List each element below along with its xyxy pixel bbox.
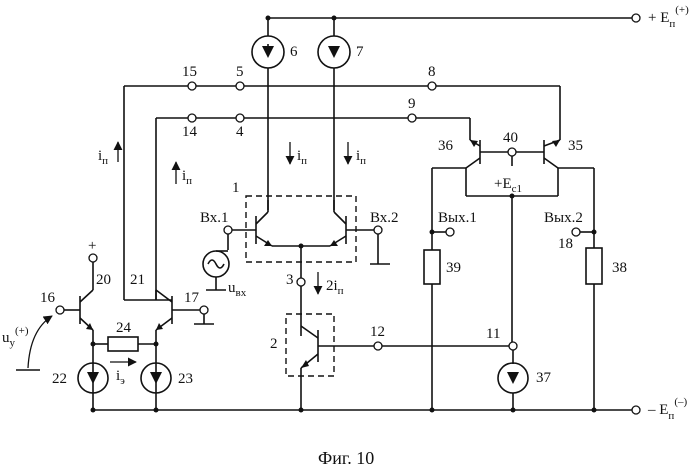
input-voltage-uy-label: uy(+) [2,325,29,349]
terminal-8 [428,82,436,90]
label-9: 9 [408,96,416,112]
label-22: 22 [52,371,67,387]
supply-ec1-label: +Ec1 [494,176,522,195]
positive-supply-terminal [632,14,640,22]
terminal-5 [236,82,244,90]
current-label-ie: iэ [116,368,125,387]
label-14: 14 [182,124,198,140]
resistor-39 [424,250,440,284]
input-2-label: Вх.2 [370,210,399,226]
label-2: 2 [270,336,278,352]
bus-14-9 [156,118,470,300]
output-2-label: Вых.2 [544,210,583,226]
label-39: 39 [446,260,461,276]
transistor-35 [514,140,560,168]
label-35: 35 [568,138,583,154]
output-1-terminal [446,228,454,236]
label-16: 16 [40,290,56,306]
junction-dot [266,16,271,21]
current-label-ip-1: iп [98,148,108,167]
current-label-ip-2: iп [182,168,192,187]
label-15: 15 [182,64,197,80]
input-voltage-label: uвх [228,280,247,299]
negative-supply-terminal [632,406,640,414]
negative-rail [93,406,640,414]
transistor-20 [64,262,93,410]
junction-dot [592,408,597,413]
current-source-7 [318,18,350,210]
label-17: 17 [184,290,200,306]
terminal-11 [509,342,517,350]
label-7: 7 [356,44,364,60]
terminal-17 [200,306,208,314]
negative-supply-label: – Eп(–) [647,396,687,422]
label-24: 24 [116,320,132,336]
block-2-boundary [286,314,334,376]
junction-dot [299,408,304,413]
terminal-16 [56,306,64,314]
resistor-24 [108,337,138,351]
label-8: 8 [428,64,436,80]
label-37: 37 [536,370,552,386]
label-6: 6 [290,44,298,60]
output-1-branch [424,168,466,410]
terminal-40 [508,148,516,156]
positive-rail [268,14,640,22]
terminal-15 [188,82,196,90]
label-18: 18 [558,236,573,252]
terminal-4 [236,114,244,122]
terminal-3 [297,278,305,286]
junction-dot [430,230,435,235]
terminal-12 [374,342,382,350]
output-2-branch [558,168,602,410]
junction-dot [511,408,516,413]
plus-label: + [88,238,96,254]
label-23: 23 [178,371,193,387]
output-1-label: Вых.1 [438,210,477,226]
input-1-terminal [224,226,232,234]
input-2-terminal [374,226,382,234]
positive-supply-label: + Eп(+) [648,4,689,30]
junction-dot [430,408,435,413]
junction-dot [299,244,304,249]
current-source-37 [498,350,528,410]
current-label-ip-3: iп [297,148,307,167]
terminal-9 [408,114,416,122]
terminal-14 [188,114,196,122]
input-1-label: Вх.1 [200,210,229,226]
figure-caption: Фиг. 10 [318,448,374,468]
junction-dot [332,16,337,21]
label-38: 38 [612,260,627,276]
label-40: 40 [503,130,518,146]
junction-dot [592,230,597,235]
resistor-38 [586,248,602,284]
output-2-terminal [572,228,580,236]
current-source-6 [252,18,284,210]
current-label-ip-4: iп [356,148,366,167]
resistor-24-branch [93,337,156,351]
junction-dot [91,342,96,347]
label-12: 12 [370,324,385,340]
label-5: 5 [236,64,244,80]
label-3: 3 [286,272,294,288]
junction-dot [154,342,159,347]
label-20: 20 [96,272,111,288]
label-11: 11 [486,326,500,342]
label-1: 1 [232,180,240,196]
junction-dot [91,408,96,413]
terminal-plus [89,254,97,262]
junction-dot [154,408,159,413]
label-4: 4 [236,124,244,140]
signal-source [203,234,229,290]
label-36: 36 [438,138,454,154]
label-21: 21 [130,272,145,288]
differential-pair [232,200,374,278]
transistor-2 [301,326,374,410]
current-label-2ip: 2iп [326,278,344,297]
